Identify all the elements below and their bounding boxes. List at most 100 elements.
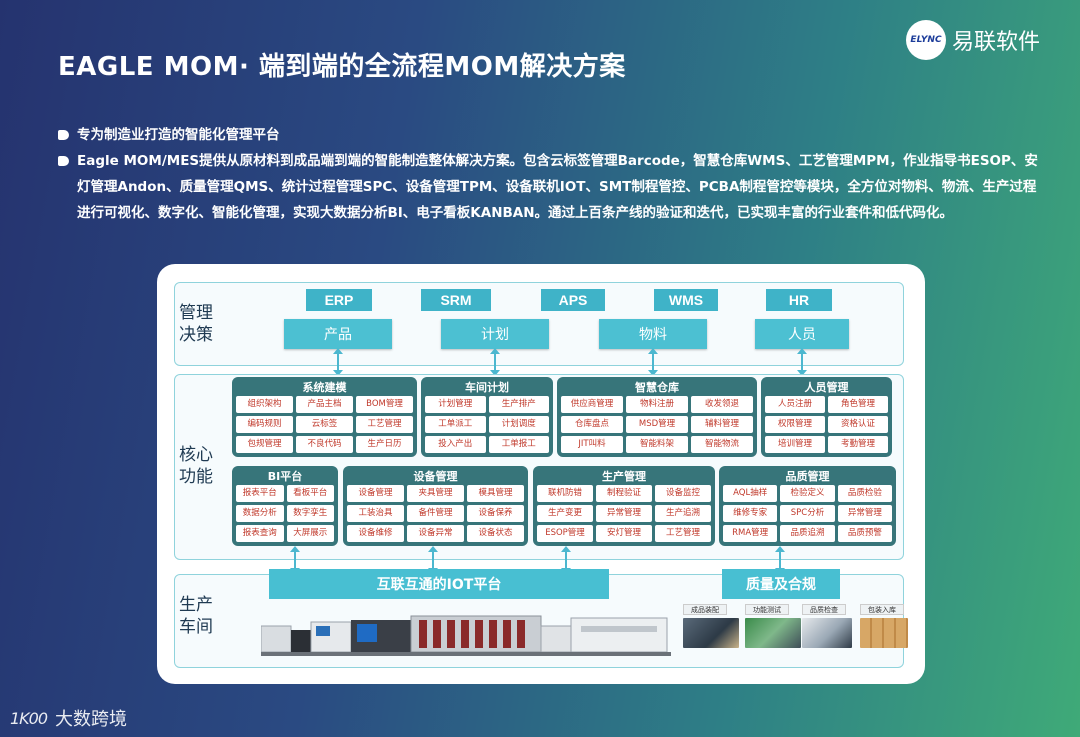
module-cell: 云标签 — [296, 416, 353, 433]
module-cell: 异常管理 — [596, 505, 652, 522]
module-cell: 设备监控 — [655, 485, 711, 502]
page-title: EAGLE MOM· 端到端的全流程MOM解决方案 — [58, 52, 626, 82]
module-cell: 数据分析 — [236, 505, 284, 522]
category-product: 产品 — [284, 319, 392, 349]
module-cell: 生产排产 — [488, 396, 549, 413]
brand-logo: ELYNC 易联软件 — [906, 20, 1040, 60]
module-title: BI平台 — [267, 470, 303, 483]
module-cell: 模具管理 — [467, 485, 524, 502]
module-cell: 生产追溯 — [655, 505, 711, 522]
module-system-modeling: 系统建模 组织架构 产品主档 BOM管理 编码规则 云标签 工艺管理 包规管理 … — [232, 377, 417, 457]
module-cell: 品质追溯 — [780, 525, 835, 542]
bullet-icon — [58, 130, 69, 140]
module-cell: 设备保养 — [467, 505, 524, 522]
module-cell: 不良代码 — [296, 436, 353, 453]
system-aps: APS — [541, 289, 605, 311]
system-srm: SRM — [421, 289, 491, 311]
module-cell: 工单报工 — [488, 436, 549, 453]
module-cell: 考勤管理 — [828, 436, 888, 453]
module-quality-management: 品质管理 AQL抽样 检验定义 品质检验 维修专家 SPC分析 异常管理 RMA… — [719, 466, 896, 546]
iot-platform-bar: 互联互通的IOT平台 — [269, 569, 609, 599]
module-equipment-management: 设备管理 设备管理 夹具管理 模具管理 工装治具 备件管理 设备保养 设备维修 … — [343, 466, 528, 546]
module-cell: 检验定义 — [780, 485, 835, 502]
photo-assembly — [683, 618, 739, 648]
module-cell: 物料注册 — [626, 396, 688, 413]
module-cell: 备件管理 — [407, 505, 464, 522]
module-cell: 夹具管理 — [407, 485, 464, 502]
connector-arrow — [648, 348, 658, 376]
photo-label-quality-check: 品质检查 — [802, 604, 846, 615]
module-title: 生产管理 — [602, 470, 646, 483]
module-cell: 收发领退 — [691, 396, 753, 413]
module-cell: 报表平台 — [236, 485, 284, 502]
photo-function-test — [745, 618, 801, 648]
module-title: 设备管理 — [413, 470, 458, 483]
module-cell: 异常管理 — [837, 505, 892, 522]
module-cell: 工艺管理 — [356, 416, 413, 433]
module-cell: RMA管理 — [723, 525, 778, 542]
module-cell: 工装治具 — [347, 505, 404, 522]
module-cell: 报表查询 — [236, 525, 284, 542]
bullet-text: Eagle MOM/MES提供从原材料到成品端到端的智能制造整体解决方案。包含云… — [77, 153, 1038, 221]
module-cell: 工艺管理 — [655, 525, 711, 542]
system-erp: ERP — [306, 289, 372, 311]
module-cell: 维修专家 — [723, 505, 778, 522]
module-cell: 设备维修 — [347, 525, 404, 542]
module-cell: 工单派工 — [425, 416, 486, 433]
category-plan: 计划 — [441, 319, 549, 349]
module-cell: 数字孪生 — [286, 505, 334, 522]
module-personnel-management: 人员管理 人员注册 角色管理 权限管理 资格认证 培训管理 考勤管理 — [761, 377, 892, 457]
system-wms: WMS — [654, 289, 718, 311]
module-title: 车间计划 — [465, 381, 509, 394]
module-cell: AQL抽样 — [723, 485, 778, 502]
module-workshop-plan: 车间计划 计划管理 生产排产 工单派工 计划调度 投入产出 工单报工 — [421, 377, 553, 457]
section-label-workshop: 生产车间 — [179, 595, 213, 637]
module-cell: ESOP管理 — [537, 525, 593, 542]
logo-badge: ELYNC — [906, 20, 946, 60]
module-cell: 培训管理 — [765, 436, 825, 453]
module-cell: 联机防错 — [537, 485, 593, 502]
module-cell: 产品主档 — [296, 396, 353, 413]
module-cell: 计划调度 — [488, 416, 549, 433]
bullet-item: 专为制造业打造的智能化管理平台 — [58, 122, 1048, 148]
module-cell: 权限管理 — [765, 416, 825, 433]
connector-arrow — [333, 348, 343, 376]
section-label-core: 核心功能 — [179, 445, 213, 487]
module-cell: 智能物流 — [691, 436, 753, 453]
module-cell: 人员注册 — [765, 396, 825, 413]
module-bi-platform: BI平台 报表平台 看板平台 数据分析 数字孪生 报表查询 大屏展示 — [232, 466, 338, 546]
module-title: 智慧仓库 — [635, 381, 679, 394]
connector-arrow — [490, 348, 500, 376]
module-title: 人员管理 — [804, 381, 849, 394]
module-cell: 角色管理 — [828, 396, 888, 413]
module-cell: 组织架构 — [236, 396, 293, 413]
module-cell: MSD管理 — [626, 416, 688, 433]
category-material: 物料 — [599, 319, 707, 349]
module-cell: 安灯管理 — [596, 525, 652, 542]
quality-compliance-bar: 质量及合规 — [722, 569, 840, 599]
module-cell: 看板平台 — [286, 485, 334, 502]
module-title: 品质管理 — [785, 470, 830, 483]
module-cell: 智能料架 — [626, 436, 688, 453]
section-label-management: 管理决策 — [179, 303, 213, 345]
module-cell: 辅料管理 — [691, 416, 753, 433]
module-cell: 品质预警 — [837, 525, 892, 542]
bullet-text: 专为制造业打造的智能化管理平台 — [77, 127, 280, 143]
module-cell: BOM管理 — [356, 396, 413, 413]
photo-quality-check — [802, 618, 852, 648]
intro-bullets: 专为制造业打造的智能化管理平台 Eagle MOM/MES提供从原材料到成品端到… — [58, 122, 1048, 226]
system-hr: HR — [766, 289, 832, 311]
module-cell: 供应商管理 — [561, 396, 623, 413]
module-cell: 编码规则 — [236, 416, 293, 433]
module-smart-warehouse: 智慧仓库 供应商管理 物料注册 收发领退 仓库盘点 MSD管理 辅料管理 JIT… — [557, 377, 757, 457]
module-cell: 设备状态 — [467, 525, 524, 542]
photo-label-packing: 包装入库 — [860, 604, 904, 615]
module-cell: 设备异常 — [407, 525, 464, 542]
connector-arrow — [797, 348, 807, 376]
module-production-management: 生产管理 联机防错 制程验证 设备监控 生产变更 异常管理 生产追溯 ESOP管… — [533, 466, 715, 546]
photo-packing — [860, 618, 908, 648]
bullet-item: Eagle MOM/MES提供从原材料到成品端到端的智能制造整体解决方案。包含云… — [58, 148, 1048, 226]
photo-label-function-test: 功能测试 — [745, 604, 789, 615]
module-cell: 制程验证 — [596, 485, 652, 502]
module-cell: 设备管理 — [347, 485, 404, 502]
